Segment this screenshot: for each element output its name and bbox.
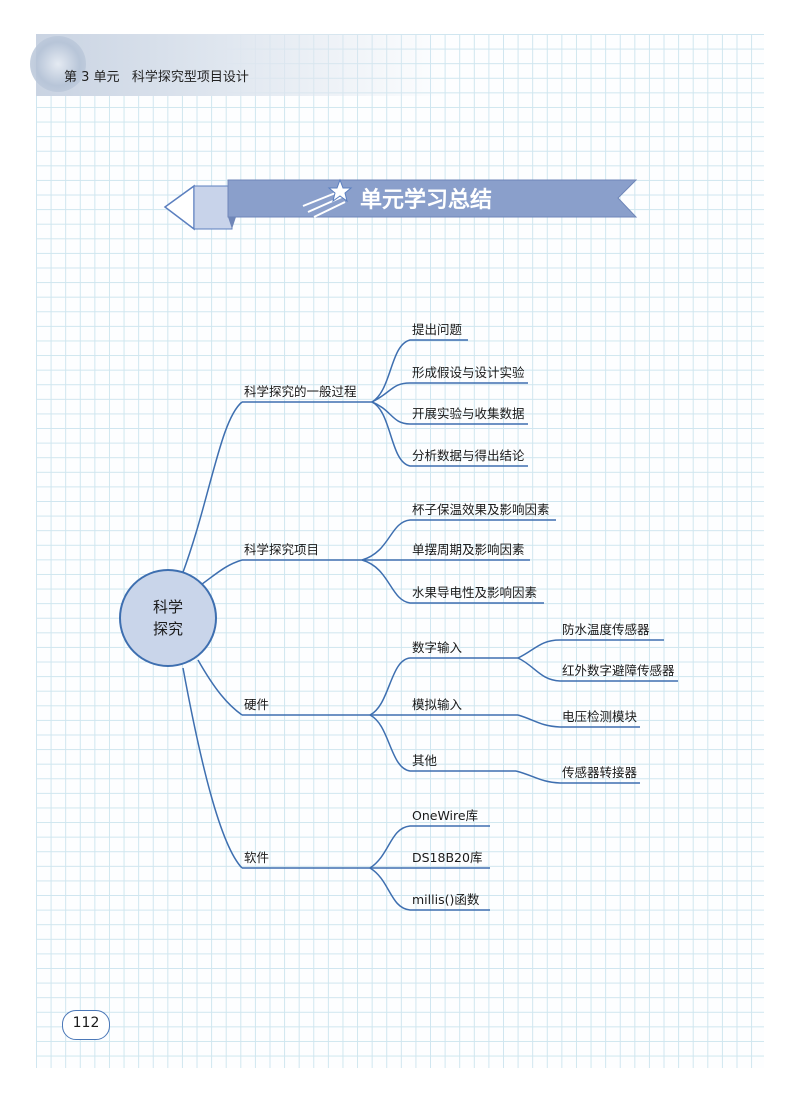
node-millis-function: millis()函数 <box>412 892 480 907</box>
node-analog-input: 模拟输入 <box>412 697 463 712</box>
node-fruit-conductivity: 水果导电性及影响因素 <box>412 585 537 600</box>
node-digital-input: 数字输入 <box>412 640 463 655</box>
unit-title: 第 3 单元 科学探究型项目设计 <box>64 70 249 85</box>
summary-banner: 单元学习总结 <box>163 178 638 231</box>
node-sensor-adapter: 传感器转接器 <box>562 765 638 780</box>
branch-label-software: 软件 <box>244 850 269 865</box>
node-analysis: 分析数据与得出结论 <box>412 448 525 463</box>
node-ir-obstacle-sensor: 红外数字避障传感器 <box>562 663 675 678</box>
node-onewire-lib: OneWire库 <box>412 808 478 823</box>
node-hypothesis: 形成假设与设计实验 <box>412 365 525 380</box>
star-icon <box>302 178 353 218</box>
node-pendulum: 单摆周期及影响因素 <box>412 542 525 557</box>
root-label-line1: 科学 <box>153 598 183 616</box>
node-ds18b20-lib: DS18B20库 <box>412 850 482 865</box>
node-voltage-module: 电压检测模块 <box>562 709 638 724</box>
page-number-cloud-icon <box>62 1010 110 1040</box>
branch-label-process: 科学探究的一般过程 <box>244 384 357 399</box>
node-other: 其他 <box>412 753 438 768</box>
node-experiment: 开展实验与收集数据 <box>412 406 525 421</box>
header-band <box>36 34 446 96</box>
branch-label-projects: 科学探究项目 <box>244 542 319 557</box>
connector-lines <box>181 339 678 911</box>
root-label-line2: 探究 <box>153 620 183 638</box>
node-cup-insulation: 杯子保温效果及影响因素 <box>412 502 550 517</box>
branch-label-hardware: 硬件 <box>244 697 269 712</box>
node-waterproof-temp-sensor: 防水温度传感器 <box>562 622 650 637</box>
page-number: 112 <box>72 1015 100 1031</box>
node-ask-question: 提出问题 <box>412 322 463 337</box>
banner-title: 单元学习总结 <box>360 187 492 213</box>
root-node: 科学 探究 <box>119 569 217 667</box>
header-decoration <box>30 36 86 92</box>
